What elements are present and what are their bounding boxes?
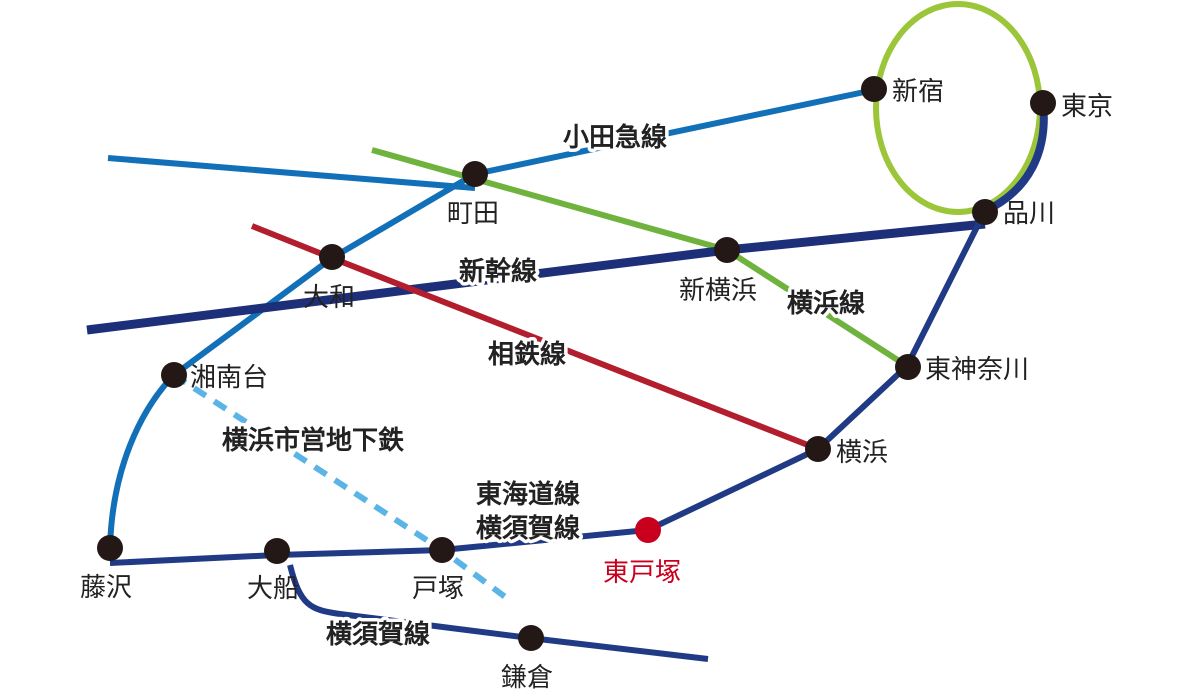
station-label-kamakura: 鎌倉 [501, 663, 553, 693]
line-labels: 小田急線 新幹線 横浜線 相鉄線 横浜市営地下鉄 東海道線 横須賀線 横須賀線 [219, 119, 869, 654]
station-label-machida: 町田 [447, 199, 499, 229]
line-label-yokosuka: 横須賀線 [476, 513, 580, 544]
station-labels: 新宿 東京 町田 品川 大和 新横浜 湘南台 東神奈川 横浜 東戸塚 藤沢 大船… [80, 77, 1113, 693]
station-dot-shinagawa[interactable] [972, 199, 998, 225]
yamanote-loop [873, 1, 1043, 215]
line-label-yokohama-line: 横浜線 [787, 288, 865, 319]
station-dot-shin-yokohama[interactable] [714, 237, 740, 263]
yokosuka-branch-line [287, 564, 709, 662]
station-dot-tokyo[interactable] [1030, 90, 1056, 116]
station-dot-machida[interactable] [462, 161, 488, 187]
station-label-shin-yokohama: 新横浜 [679, 276, 757, 306]
line-label-odakyu: 小田急線 [563, 122, 667, 153]
odakyu-enoshima-line [107, 171, 477, 549]
station-label-higashi-totsuka: 東戸塚 [603, 558, 681, 588]
line-label-yokosuka-branch: 横須賀線 [326, 619, 430, 650]
station-dot-totsuka[interactable] [429, 537, 455, 563]
odakyu-line-west [107, 155, 476, 191]
station-dot-kamakura[interactable] [518, 625, 544, 651]
line-label-subway: 横浜市営地下鉄 [222, 425, 404, 456]
station-label-yokohama: 横浜 [836, 438, 888, 468]
station-dot-fujisawa[interactable] [97, 535, 123, 561]
station-dot-yamato[interactable] [319, 244, 345, 270]
station-label-shonandai: 湘南台 [190, 363, 268, 393]
station-dot-yokohama[interactable] [805, 436, 831, 462]
subway-line [172, 372, 514, 605]
odakyu-line [474, 87, 875, 177]
station-label-tokyo: 東京 [1061, 92, 1113, 122]
station-dot-shinjuku[interactable] [861, 76, 887, 102]
station-label-totsuka: 戸塚 [412, 574, 464, 604]
station-label-fujisawa: 藤沢 [80, 573, 132, 603]
station-dot-higashi-kanagawa[interactable] [895, 354, 921, 380]
line-label-tokaido: 東海道線 [476, 479, 580, 510]
jr-line-shinagawa-tokyo [983, 102, 1048, 215]
station-label-yamato: 大和 [303, 283, 355, 313]
station-dot-ofuna[interactable] [264, 538, 290, 564]
station-label-shinjuku: 新宿 [892, 77, 944, 107]
line-label-shinkansen: 新幹線 [459, 256, 537, 287]
line-label-sotetsu: 相鉄線 [488, 339, 566, 370]
station-dot-higashi-totsuka[interactable] [635, 517, 661, 543]
stations [97, 76, 1056, 651]
station-label-shinagawa: 品川 [1003, 199, 1055, 229]
station-dot-shonandai[interactable] [161, 362, 187, 388]
station-label-higashi-kanagawa: 東神奈川 [925, 355, 1029, 385]
station-label-ofuna: 大船 [247, 574, 299, 604]
